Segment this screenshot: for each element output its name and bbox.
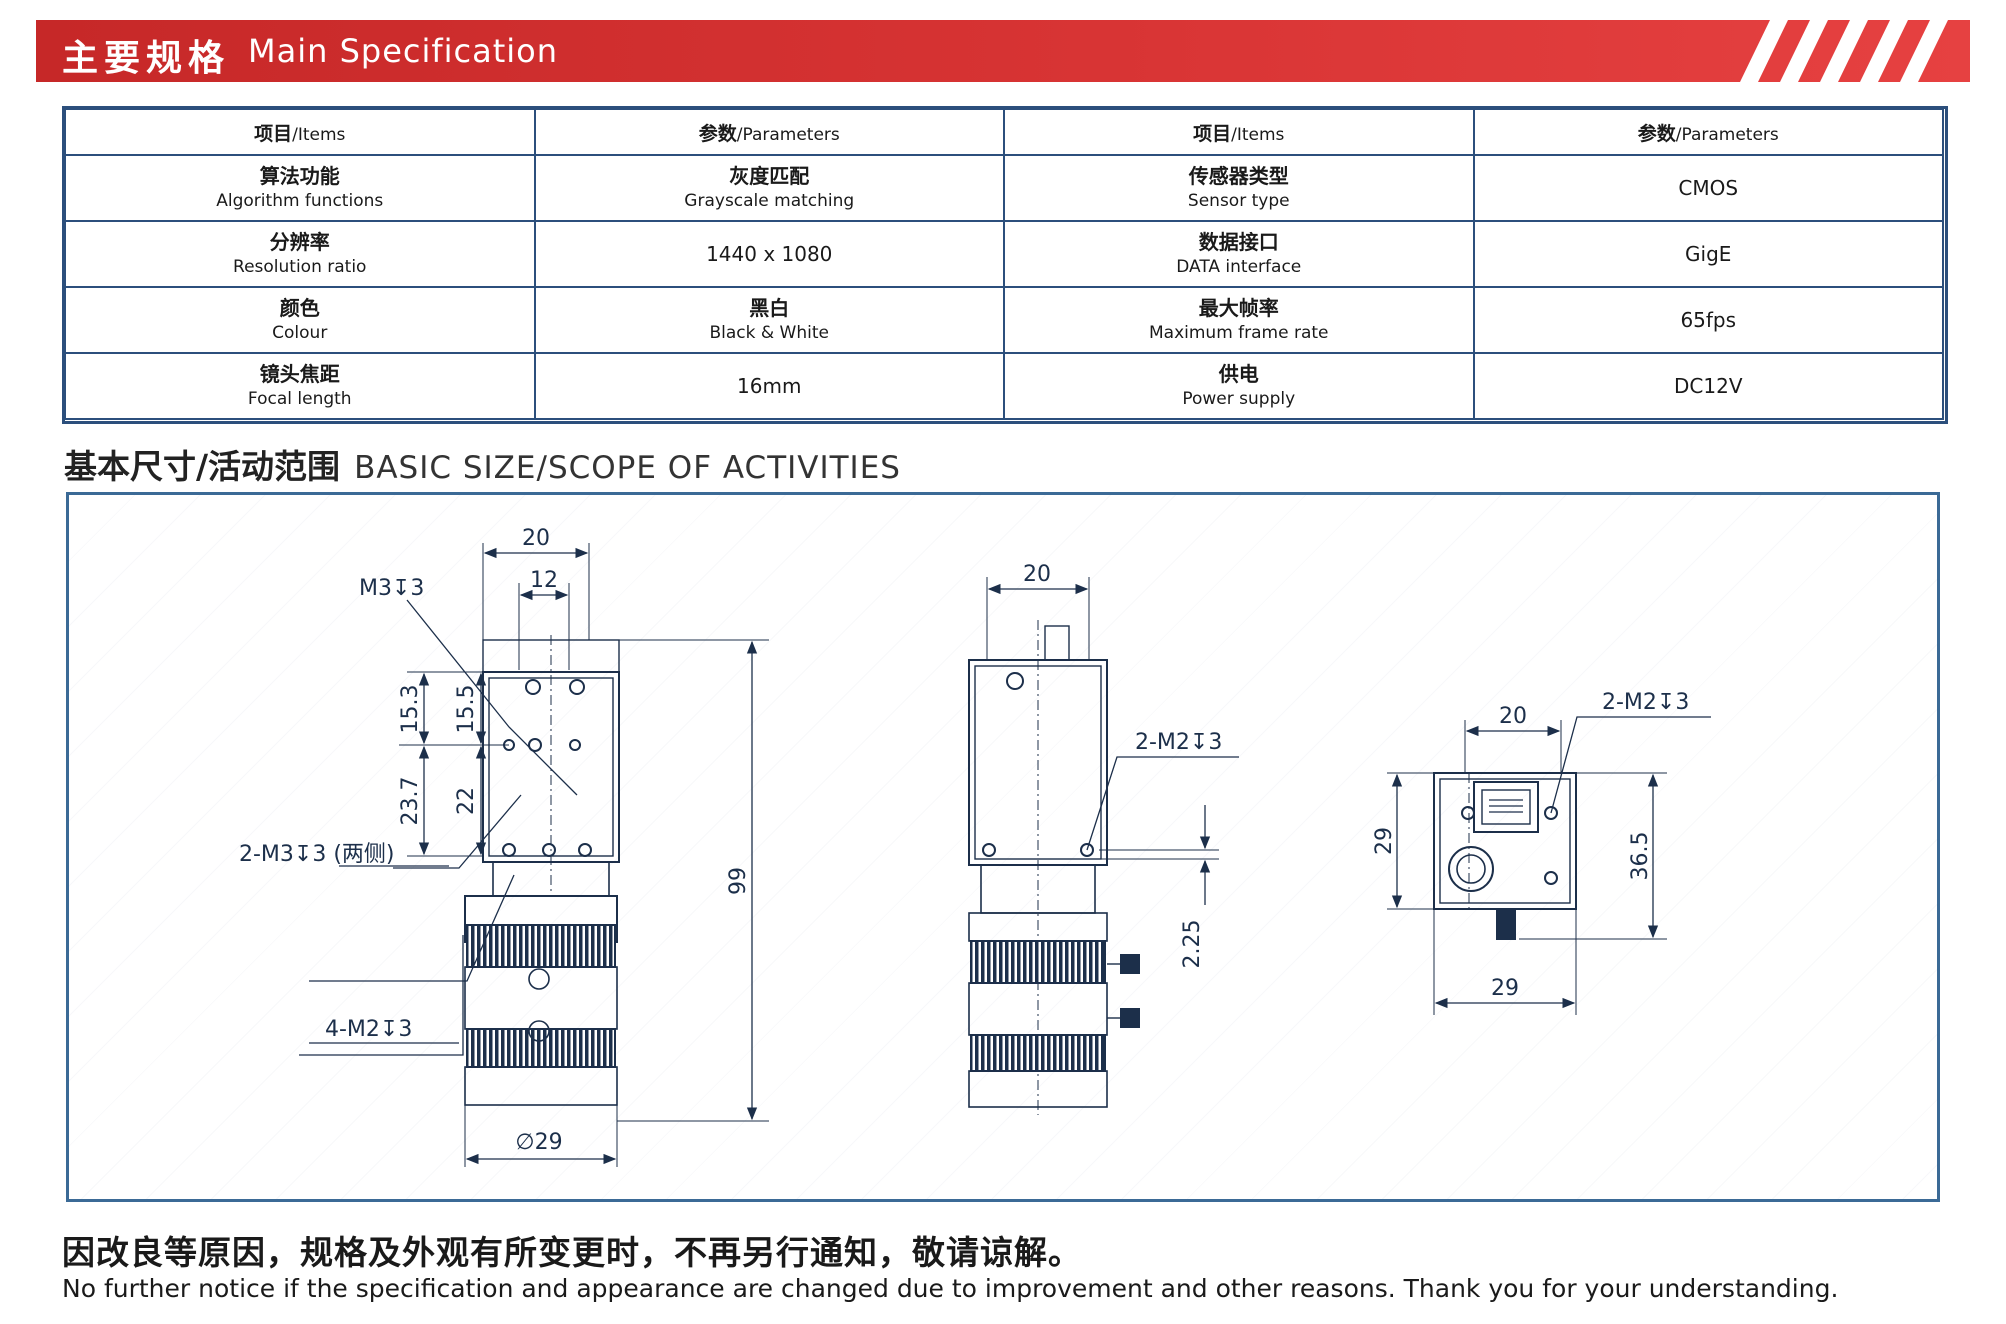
hole <box>982 843 996 857</box>
header-cell: 参数/Parameters <box>533 108 1005 156</box>
hole <box>1080 843 1094 857</box>
dim-label: 23.7 <box>398 777 423 826</box>
hole <box>569 679 585 695</box>
side-iris-ring <box>970 1034 1106 1072</box>
value-cell: 65fps <box>1472 286 1944 354</box>
hole <box>1544 871 1558 885</box>
header-title-en: Main Specification <box>248 32 559 70</box>
rear-view-labels: 20 2-M2↧3 29 36.5 29 <box>1372 690 1689 1001</box>
callout-label: M3↧3 <box>359 576 424 601</box>
value-cell: GigE <box>1472 220 1944 288</box>
value-cell: 16mm <box>533 352 1005 420</box>
dim-label: 15.5 <box>454 685 479 734</box>
side-focus-ring <box>970 940 1106 984</box>
dim-label: 15.3 <box>398 685 423 734</box>
front-view-labels: 20 12 M3↧3 15.3 15.5 23.7 22 99 2-M3↧3 (… <box>239 526 751 1155</box>
rear-screw <box>1496 908 1516 940</box>
value-cell: CMOS <box>1472 154 1944 222</box>
dim-label: 99 <box>726 867 751 895</box>
section-title-en: BASIC SIZE/SCOPE OF ACTIVITIES <box>354 450 901 486</box>
value-cell: DC12V <box>1472 352 1944 420</box>
header-cell: 项目/Items <box>64 108 536 156</box>
drawing-panel: 20 12 M3↧3 15.3 15.5 23.7 22 99 2-M3↧3 (… <box>66 492 1940 1202</box>
rear-camera-body <box>1433 772 1577 910</box>
header-cell: 参数/Parameters <box>1472 108 1944 156</box>
dim-label: 36.5 <box>1628 832 1653 881</box>
table-header-row: 项目/Items 参数/Parameters 项目/Items 参数/Param… <box>64 108 1944 156</box>
hole <box>1006 672 1024 690</box>
section-title: 基本尺寸/活动范围 BASIC SIZE/SCOPE OF ACTIVITIES <box>64 440 901 488</box>
side-view <box>968 577 1239 1115</box>
hole <box>528 738 542 752</box>
dim-label: 29 <box>1372 827 1397 855</box>
footer-note-en: No further notice if the specification a… <box>62 1274 1839 1303</box>
footer-note-cn: 因改良等原因，规格及外观有所变更时，不再另行通知，敬请谅解。 <box>62 1233 1082 1272</box>
header-stripes-decoration <box>1740 20 1948 82</box>
callout-label: 2-M2↧3 <box>1135 730 1222 755</box>
front-view <box>299 543 769 1167</box>
spec-table: 项目/Items 参数/Parameters 项目/Items 参数/Param… <box>64 108 1944 420</box>
side-connector <box>1044 625 1070 661</box>
front-focus-ring <box>466 924 616 968</box>
hole <box>502 843 516 857</box>
rj45-port <box>1473 781 1539 833</box>
side-iris-screw <box>1120 1008 1140 1028</box>
hole <box>525 679 541 695</box>
value-cell: 1440 x 1080 <box>533 220 1005 288</box>
hole <box>1544 806 1558 820</box>
header-title-cn: 主要规格 <box>62 38 231 79</box>
hole <box>542 843 556 857</box>
side-focus-screw <box>1120 954 1140 974</box>
section-title-cn: 基本尺寸/活动范围 <box>64 447 341 486</box>
header-cell: 项目/Items <box>1003 108 1475 156</box>
callout-label: 2-M2↧3 <box>1602 690 1689 715</box>
dim-label: 29 <box>1491 976 1519 1001</box>
technical-drawing: 20 12 M3↧3 15.3 15.5 23.7 22 99 2-M3↧3 (… <box>239 526 1711 1167</box>
side-view-labels: 20 2-M2↧3 2.25 <box>1023 562 1222 968</box>
header-banner: 主要规格 Main Specification <box>36 20 1970 82</box>
hole <box>569 739 581 751</box>
dim-label: 12 <box>530 568 558 593</box>
dim-label: 22 <box>454 787 479 815</box>
hole <box>1461 806 1475 820</box>
hole <box>578 843 592 857</box>
callout-label: 2-M3↧3 (两侧) <box>239 842 395 867</box>
rear-view <box>1387 716 1711 1015</box>
dim-label: 20 <box>522 526 550 551</box>
dim-label: 20 <box>1023 562 1051 587</box>
dim-label: ∅29 <box>515 1130 562 1155</box>
front-iris-ring <box>466 1028 616 1068</box>
dim-label: 2.25 <box>1180 920 1205 969</box>
callout-label: 4-M2↧3 <box>325 1017 412 1042</box>
dim-label: 20 <box>1499 704 1527 729</box>
power-connector <box>1448 846 1494 892</box>
